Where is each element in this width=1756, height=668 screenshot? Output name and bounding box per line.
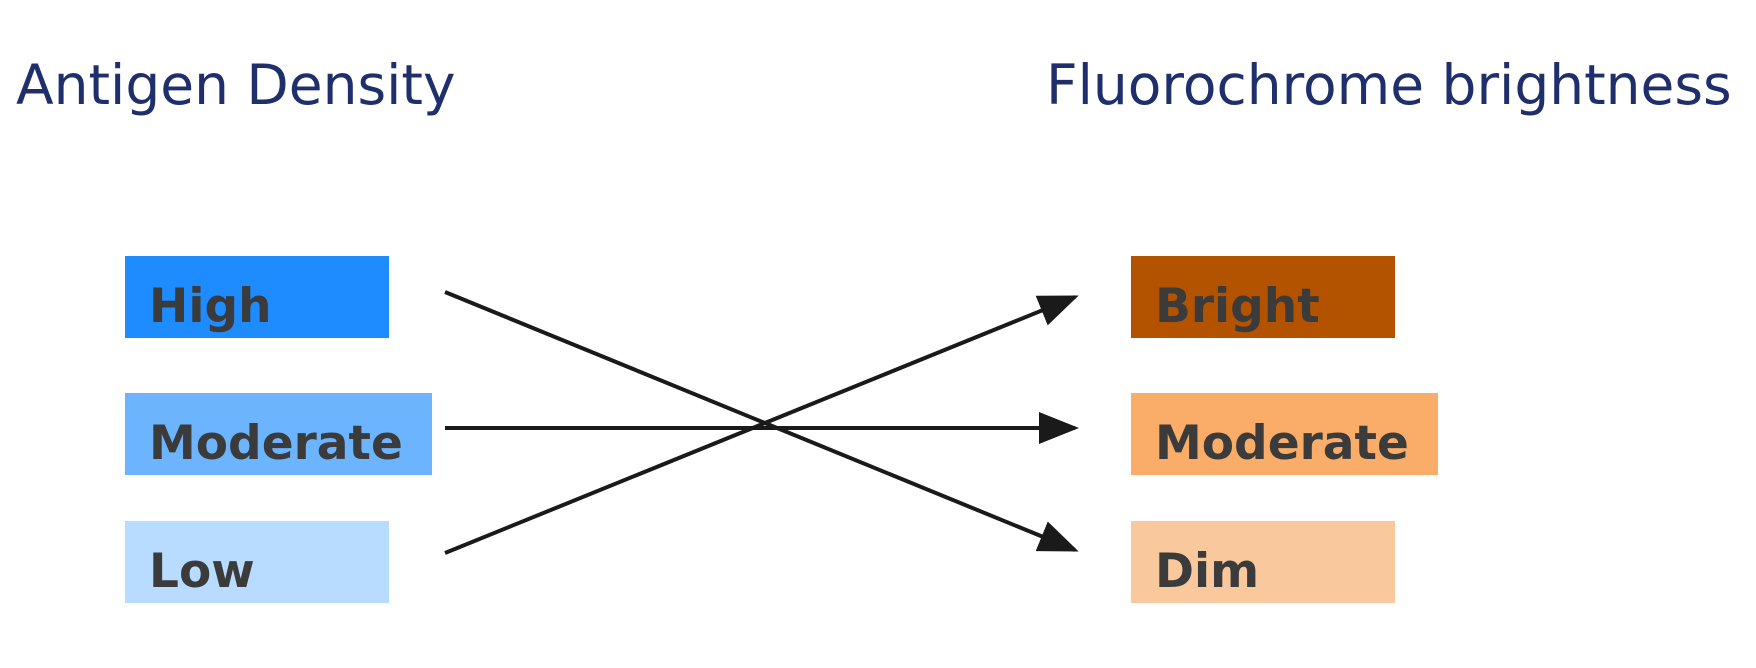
arrow-high-to-dim — [444, 290, 1079, 552]
antigen-low-box: Low — [125, 521, 389, 603]
fluorochrome-moderate-box: Moderate — [1131, 393, 1438, 475]
fluorochrome-bright-label: Bright — [1155, 279, 1320, 334]
arrow-low-to-bright — [444, 295, 1079, 555]
antigen-low-label: Low — [149, 544, 255, 599]
antigen-moderate-box: Moderate — [125, 393, 432, 475]
antigen-high-label: High — [149, 279, 272, 334]
antigen-density-heading: Antigen Density — [16, 53, 456, 117]
fluorochrome-dim-label: Dim — [1155, 544, 1260, 599]
antigen-moderate-label: Moderate — [149, 416, 403, 471]
fluorochrome-brightness-heading: Fluorochrome brightness — [1046, 53, 1732, 117]
fluorochrome-bright-box: Bright — [1131, 256, 1395, 338]
antigen-high-box: High — [125, 256, 389, 338]
fluorochrome-dim-box: Dim — [1131, 521, 1395, 603]
fluorochrome-moderate-label: Moderate — [1155, 416, 1409, 471]
